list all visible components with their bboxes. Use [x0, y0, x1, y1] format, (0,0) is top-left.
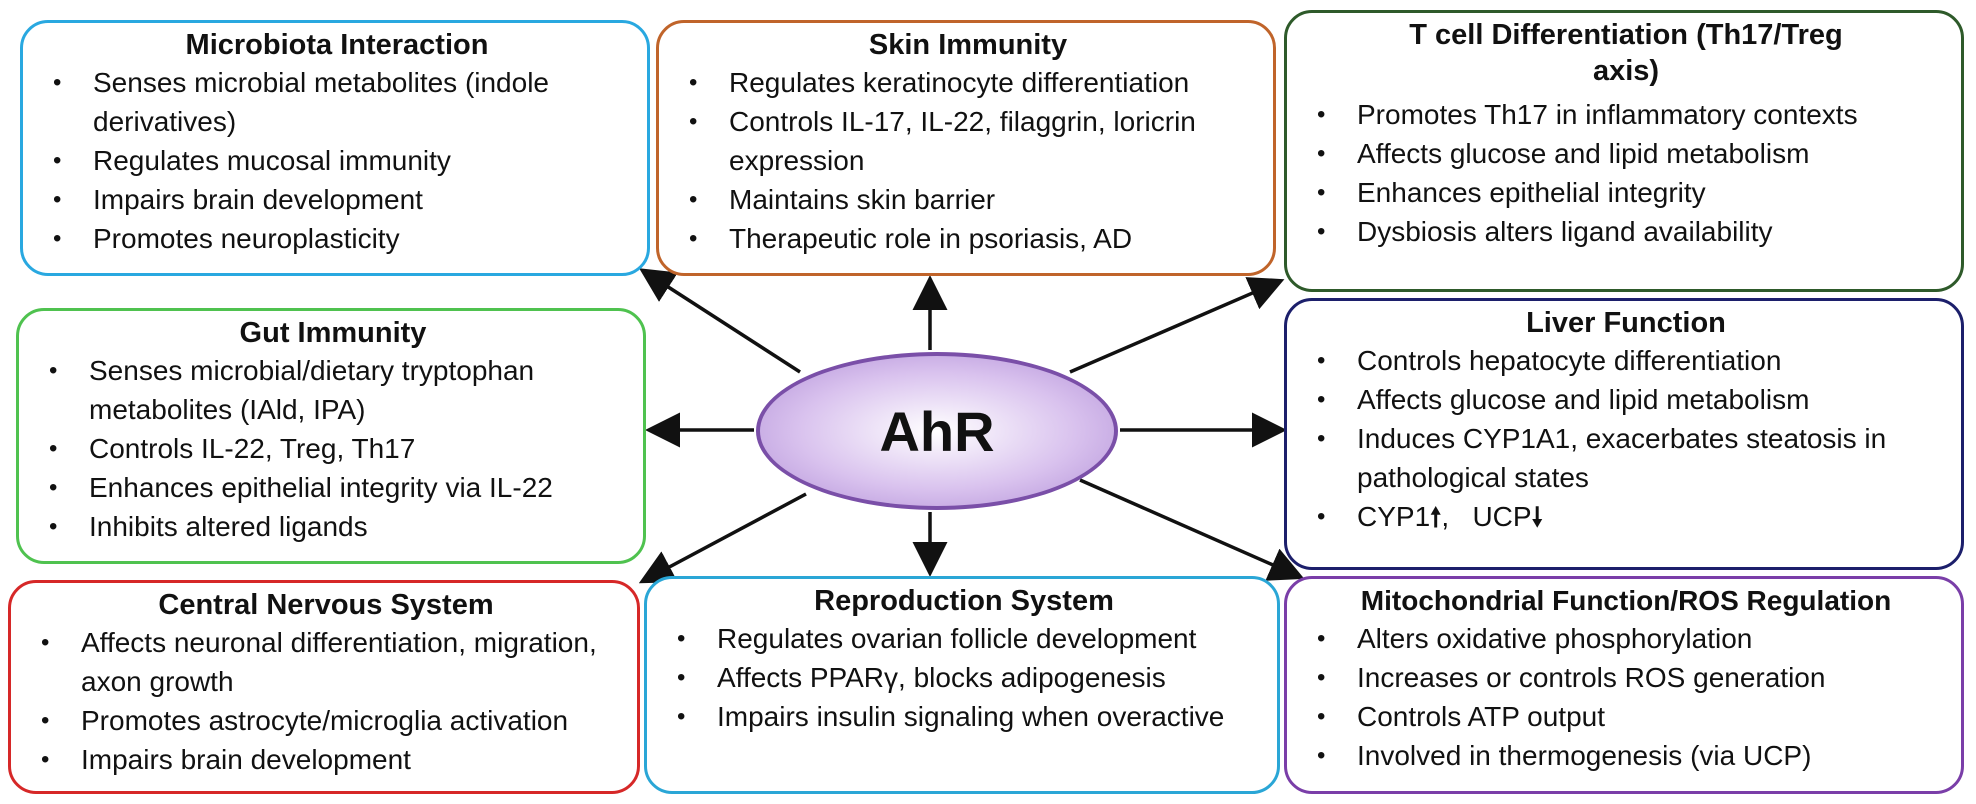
mitochondrial-function-box: Mitochondrial Function/ROS Regulation Al…: [1284, 576, 1964, 794]
box-title: Gut Immunity: [239, 317, 427, 349]
item-list: Controls hepatocyte differentiationAffec…: [1301, 341, 1951, 497]
item-list: Regulates keratinocyte differentiationCo…: [673, 63, 1263, 258]
list-item: Controls IL-17, IL-22, filaggrin, loricr…: [673, 102, 1263, 180]
list-item: Senses microbial metabolites (indole der…: [37, 63, 637, 141]
reproduction-system-box: Reproduction System Regulates ovarian fo…: [644, 576, 1280, 794]
list-item: Therapeutic role in psoriasis, AD: [673, 219, 1263, 258]
item-list: Promotes Th17 in inflammatory contextsAf…: [1301, 95, 1951, 251]
list-item: Promotes neuroplasticity: [37, 219, 637, 258]
list-item: Impairs brain development: [37, 180, 637, 219]
item-list: Regulates ovarian follicle developmentAf…: [661, 619, 1267, 736]
central-nervous-system-box: Central Nervous System Affects neuronal …: [8, 580, 640, 794]
gut-immunity-box: Gut Immunity Senses microbial/dietary tr…: [16, 308, 646, 564]
list-item: Regulates keratinocyte differentiation: [673, 63, 1263, 102]
list-item: Impairs brain development: [25, 740, 627, 779]
hub-label: AhR: [879, 399, 995, 463]
box-title: Reproduction System: [814, 585, 1114, 617]
item-list: Affects neuronal differentiation, migrat…: [25, 623, 627, 779]
arrow-to-mito: [1079, 478, 1305, 581]
list-item: Senses microbial/dietary tryptophan meta…: [33, 351, 633, 429]
list-item: Inhibits altered ligands: [33, 507, 633, 546]
list-item: Regulates ovarian follicle development: [661, 619, 1267, 658]
list-item: Affects glucose and lipid metabolism: [1301, 134, 1951, 173]
list-item: Impairs insulin signaling when overactiv…: [661, 697, 1267, 736]
list-item: Affects neuronal differentiation, migrat…: [25, 623, 627, 701]
box-title: T cell Differentiation (Th17/Treg axis): [1409, 19, 1843, 87]
item-list: Alters oxidative phosphorylationIncrease…: [1301, 619, 1951, 775]
box-title: Skin Immunity: [868, 29, 1068, 61]
t-cell-differentiation-box: T cell Differentiation (Th17/Treg axis) …: [1284, 10, 1964, 292]
list-item: Regulates mucosal immunity: [37, 141, 637, 180]
list-item: Involved in thermogenesis (via UCP): [1301, 736, 1951, 775]
list-item: Controls hepatocyte differentiation: [1301, 341, 1951, 380]
list-item: Alters oxidative phosphorylation: [1301, 619, 1951, 658]
list-item: Affects glucose and lipid metabolism: [1301, 380, 1951, 419]
item-list: Senses microbial metabolites (indole der…: [37, 63, 637, 258]
box-title: Microbiota Interaction: [185, 29, 489, 61]
list-item: Maintains skin barrier: [673, 180, 1263, 219]
arrow-to-microbiota: [639, 268, 801, 374]
item-list-extra: CYP1🠕, UCP🠗: [1301, 497, 1951, 537]
list-item: Promotes Th17 in inflammatory contexts: [1301, 95, 1951, 134]
arrow-to-tcell: [1069, 277, 1285, 374]
ahr-hub: AhR: [756, 352, 1118, 510]
list-item: Induces CYP1A1, exacerbates steatosis in…: [1301, 419, 1951, 497]
item-list: Senses microbial/dietary tryptophan meta…: [33, 351, 633, 546]
list-item: Dysbiosis alters ligand availability: [1301, 212, 1951, 251]
up-arrow-icon: 🠕: [1430, 502, 1442, 532]
microbiota-interaction-box: Microbiota Interaction Senses microbial …: [20, 20, 650, 276]
list-item: Affects PPARγ, blocks adipogenesis: [661, 658, 1267, 697]
list-item: Enhances epithelial integrity: [1301, 173, 1951, 212]
box-title: Central Nervous System: [158, 589, 494, 621]
list-item: Controls IL-22, Treg, Th17: [33, 429, 633, 468]
list-item: Promotes astrocyte/microglia activation: [25, 701, 627, 740]
box-title: Mitochondrial Function/ROS Regulation: [1360, 585, 1892, 616]
skin-immunity-box: Skin Immunity Regulates keratinocyte dif…: [656, 20, 1276, 276]
box-title: Liver Function: [1526, 307, 1726, 339]
arrow-to-cns: [638, 492, 807, 584]
list-item: CYP1🠕, UCP🠗: [1301, 497, 1951, 537]
liver-function-box: Liver Function Controls hepatocyte diffe…: [1284, 298, 1964, 570]
list-item: Controls ATP output: [1301, 697, 1951, 736]
down-arrow-icon: 🠗: [1531, 502, 1543, 532]
list-item: Enhances epithelial integrity via IL-22: [33, 468, 633, 507]
list-item: Increases or controls ROS generation: [1301, 658, 1951, 697]
